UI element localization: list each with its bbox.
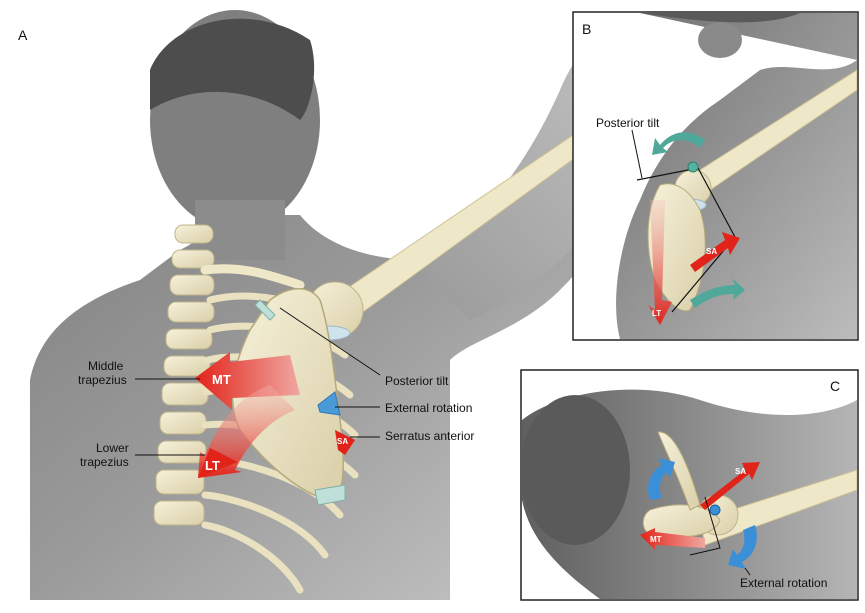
panel-c-sa-label: SA bbox=[735, 467, 746, 476]
external-rotation-label: External rotation bbox=[385, 401, 472, 415]
middle-trapezius-label-line2: trapezius bbox=[78, 373, 127, 387]
serratus-anterior-label: Serratus anterior bbox=[385, 429, 474, 443]
panel-b-posterior-tilt-label: Posterior tilt bbox=[596, 116, 660, 130]
panel-b-letter: B bbox=[582, 21, 591, 37]
lower-trapezius-label-line2: trapezius bbox=[80, 455, 129, 469]
panel-b-ear bbox=[698, 22, 742, 58]
panel-b: LT SA B Posterior tilt bbox=[573, 12, 858, 340]
panel-c-letter: C bbox=[830, 378, 840, 394]
lt-arrow-label: LT bbox=[205, 458, 220, 473]
panel-a-letter: A bbox=[18, 27, 28, 43]
panel-b-lt-label: LT bbox=[652, 309, 661, 318]
middle-trapezius-label-line1: Middle bbox=[88, 359, 124, 373]
posterior-tilt-label: Posterior tilt bbox=[385, 374, 449, 388]
panel-b-ac-joint bbox=[688, 162, 698, 172]
panel-c-mt-label: MT bbox=[650, 535, 662, 544]
panel-c-head bbox=[520, 395, 630, 545]
mt-arrow-label: MT bbox=[212, 372, 231, 387]
panel-b-sa-label: SA bbox=[706, 247, 717, 256]
lower-trapezius-label-line1: Lower bbox=[96, 441, 129, 455]
panel-c: SA MT C External rotation bbox=[520, 370, 858, 600]
panel-c-external-rotation-label: External rotation bbox=[740, 576, 827, 590]
sa-arrow-label: SA bbox=[337, 437, 348, 446]
panel-c-ac-joint bbox=[710, 505, 720, 515]
